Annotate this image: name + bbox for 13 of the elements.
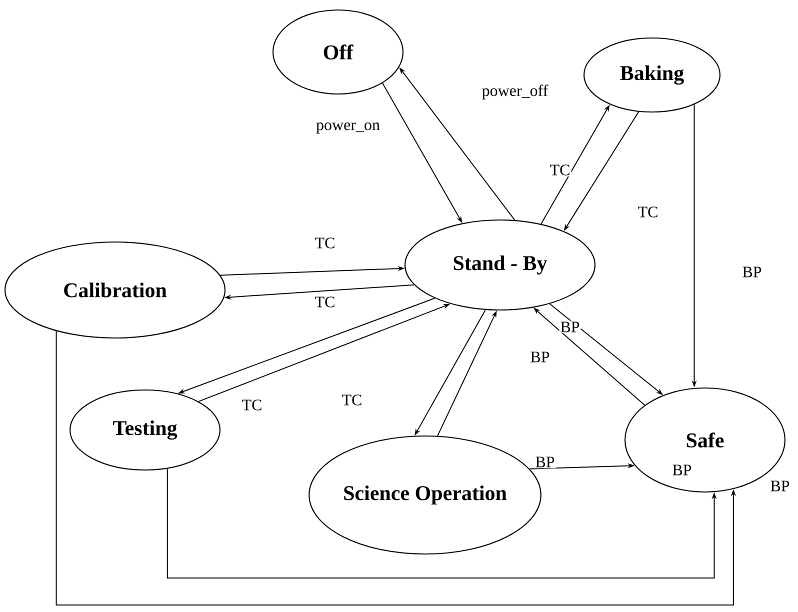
edge-label: power_off: [480, 84, 550, 100]
edge-label: TC: [240, 398, 264, 412]
edge-label: TC: [636, 206, 660, 218]
edge-label: power_on: [315, 122, 381, 134]
edge-label: TC: [548, 164, 572, 176]
edge-label: BP: [534, 456, 556, 468]
edge-label: BP: [529, 350, 551, 364]
edge-label: TC: [340, 394, 364, 406]
edge-label: BP: [559, 320, 581, 334]
edge-label: TC: [314, 236, 336, 250]
edge-label: BP: [671, 464, 693, 476]
edge-label: BP: [741, 266, 763, 278]
edge-label: TC: [314, 296, 336, 308]
